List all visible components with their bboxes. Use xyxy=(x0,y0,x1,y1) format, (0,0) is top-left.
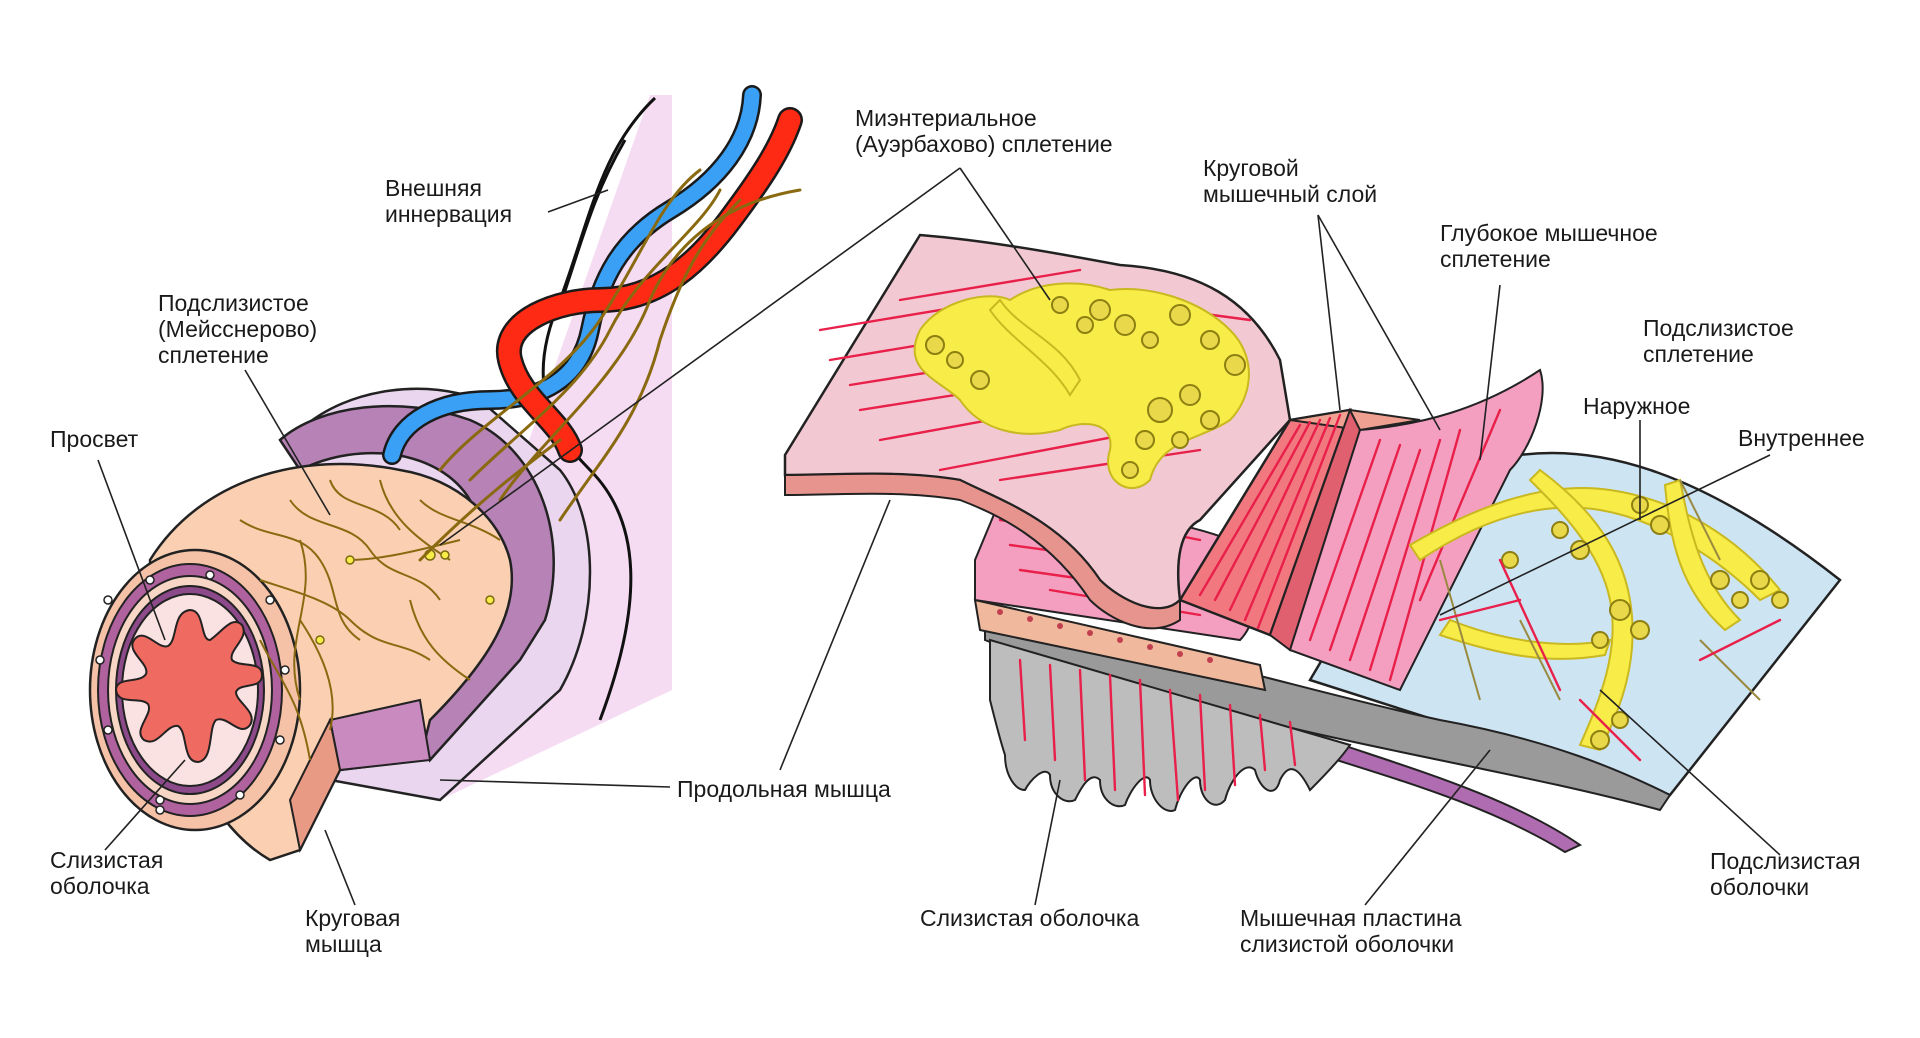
leader-myenteric-left xyxy=(439,167,961,546)
tissue-block xyxy=(783,233,1842,854)
ganglion-cells-myenteric xyxy=(925,296,1246,479)
leader-circular-muscle xyxy=(324,829,356,906)
leader-mucosa-right xyxy=(1034,779,1061,906)
label-mucosa-right: Слизистая оболочка xyxy=(920,905,1140,931)
extrinsic-nerves xyxy=(418,168,802,562)
label-longitudinal-muscle: Продольная мышца xyxy=(677,776,891,802)
intestine-tube xyxy=(88,85,803,862)
leader-external-innervation xyxy=(547,189,609,213)
label-inner: Внутреннее xyxy=(1738,425,1865,451)
leader-submucosal-meissner xyxy=(244,369,331,516)
myenteric-ganglia xyxy=(913,282,1250,490)
leader-longitudinal-right xyxy=(779,499,891,771)
leader-deep-muscular xyxy=(1479,284,1501,461)
leader-circular-layer-b xyxy=(1317,214,1441,431)
leader-circular-layer-a xyxy=(1317,214,1341,411)
leader-lines xyxy=(97,167,1781,906)
leader-muscularis-mucosae xyxy=(1364,749,1491,906)
ganglion-cells-submucosal xyxy=(1501,496,1789,750)
label-myenteric-auerbach: Миэнтериальное(Ауэрбахово) сплетение xyxy=(855,105,1113,157)
leader-mucosa-left xyxy=(104,759,186,851)
leader-longitudinal-muscle xyxy=(439,779,671,788)
label-outer: Наружное xyxy=(1583,393,1691,419)
leader-inner xyxy=(1439,454,1771,616)
lumen-shape xyxy=(114,608,264,764)
leader-myenteric-right xyxy=(959,167,1051,301)
label-lumen: Просвет xyxy=(50,426,139,452)
myenteric-network-left xyxy=(239,479,501,761)
submucosal-plexus-network xyxy=(1408,468,1782,752)
leader-lumen xyxy=(97,459,166,641)
deep-muscular-plexus-sheet xyxy=(1288,368,1544,692)
leader-submucosa xyxy=(1599,689,1781,856)
label-submucosal-meissner: Подслизистое(Мейсснерово)сплетение xyxy=(158,290,318,368)
